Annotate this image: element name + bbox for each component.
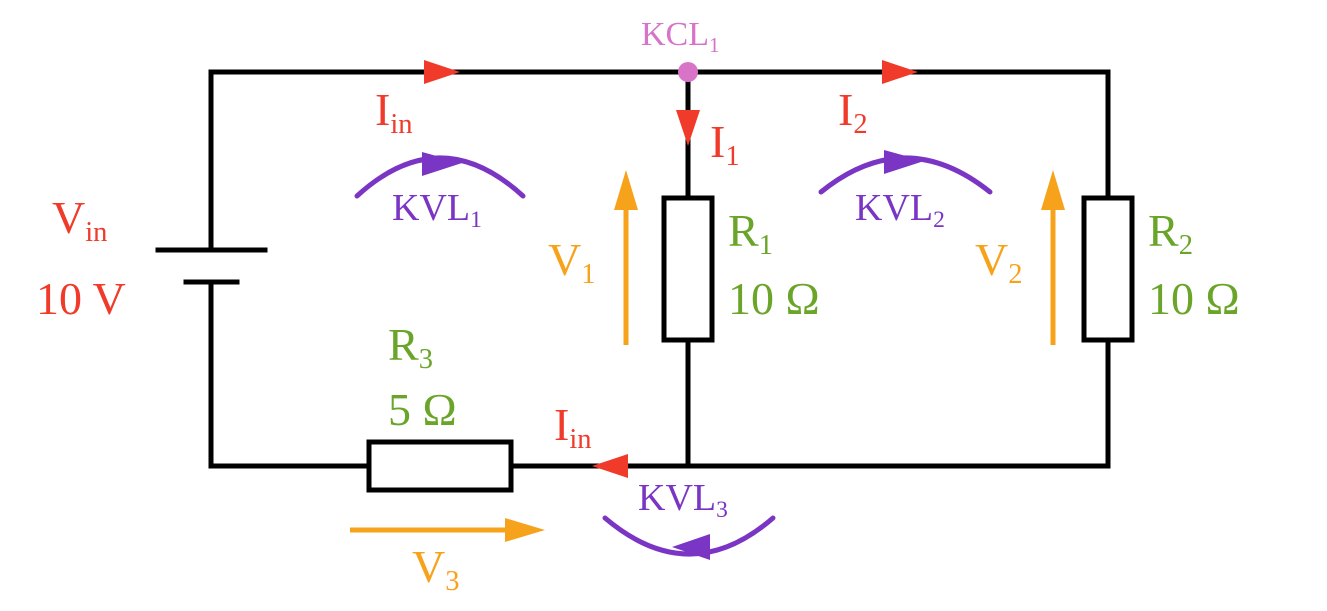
resistor-label-r1: R1: [728, 205, 773, 261]
resistor-value-r1: 10 Ω: [728, 273, 820, 324]
current-label-i-in-bottom: Iin: [554, 399, 592, 455]
current-label-i-in-top: Iin: [375, 84, 413, 140]
kcl-label: KCL1: [641, 16, 720, 57]
voltage-label-v2: V2: [975, 234, 1023, 290]
kvl2-arrowhead: [884, 150, 924, 174]
current-arrows: [424, 60, 918, 478]
voltage-arrows: [350, 170, 1065, 542]
voltage-label-v1: V1: [548, 234, 596, 290]
voltage-arrow-v2-head: [1041, 170, 1065, 210]
source-value: 10 V: [36, 273, 126, 324]
resistor-value-r2: 10 Ω: [1148, 273, 1240, 324]
resistors: [366, 195, 1135, 493]
kvl-label-3: KVL3: [638, 477, 728, 523]
voltage-arrow-v1-head: [614, 170, 638, 210]
current-label-i2: I2: [838, 84, 868, 140]
labels: Vin 10 V Iin I1 I2 Iin R1 10 Ω R2 10 Ω R…: [36, 16, 1240, 597]
current-arrow-i-in-top: [424, 60, 460, 84]
resistor-label-r2: R2: [1148, 205, 1193, 261]
current-arrow-i1: [676, 110, 700, 146]
source-label: Vin: [52, 192, 107, 248]
resistor-value-r3: 5 Ω: [388, 384, 457, 435]
current-label-i1: I1: [710, 116, 740, 172]
resistor-r2: [1081, 195, 1135, 343]
battery-symbol: [155, 247, 268, 285]
resistor-label-r3: R3: [388, 319, 433, 375]
kvl-arrowheads: [422, 150, 924, 560]
current-arrow-i-in-bottom: [592, 454, 628, 478]
resistor-r3: [366, 439, 514, 493]
resistor-r1: [661, 195, 715, 343]
kvl-label-1: KVL1: [392, 187, 482, 233]
voltage-label-v3: V3: [412, 541, 460, 597]
current-arrow-i2: [882, 60, 918, 84]
kvl-label-2: KVL2: [855, 187, 945, 233]
wires: [208, 69, 1111, 469]
kvl3-arc: [602, 515, 776, 557]
voltage-arrow-v3-head: [505, 518, 545, 542]
kvl3-arrowhead: [672, 534, 710, 560]
kvl1-arrowhead: [422, 152, 462, 176]
kcl-node-dot: [678, 62, 698, 82]
